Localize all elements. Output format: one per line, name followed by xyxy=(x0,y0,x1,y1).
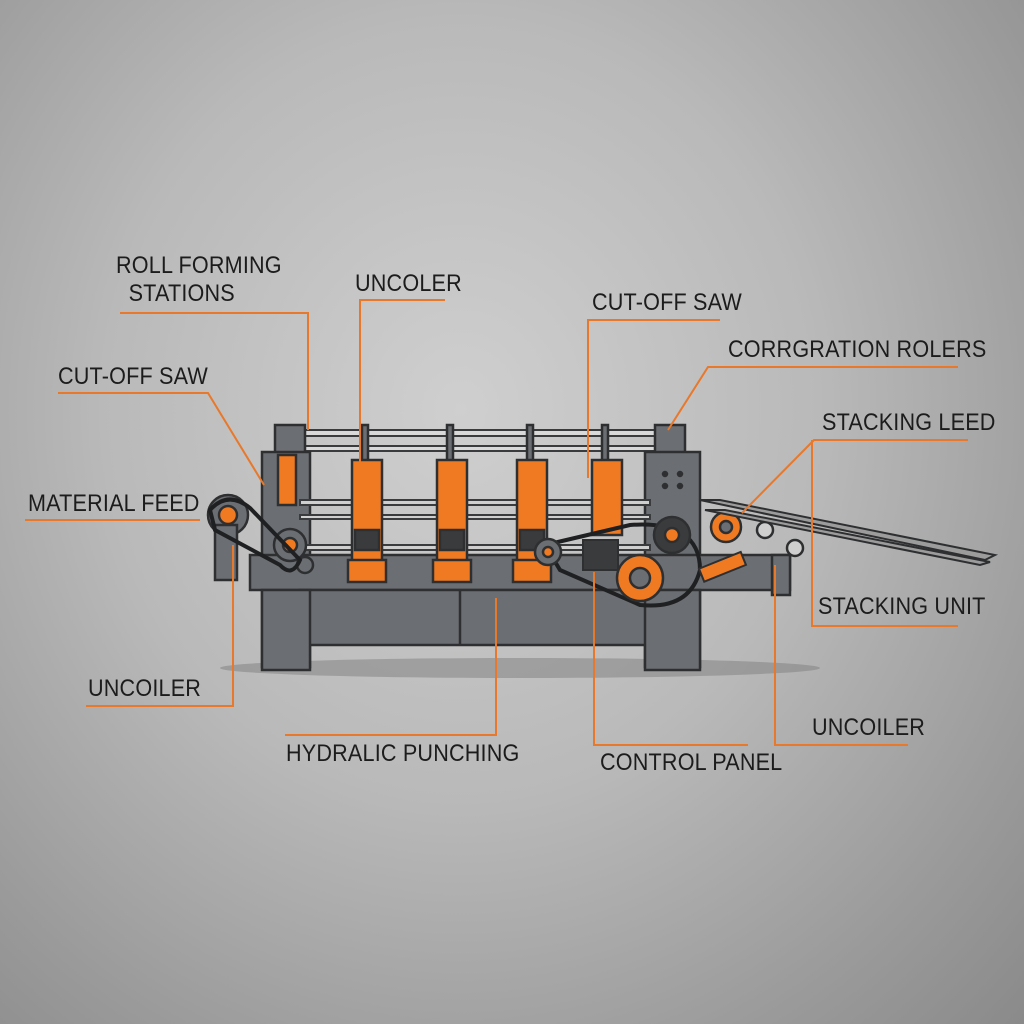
label-roll-forming-stations: ROLL FORMING STATIONS xyxy=(116,252,282,308)
leader-roll-forming-stations xyxy=(120,312,309,430)
leader-cut-off-saw-top xyxy=(587,319,720,478)
leader-control-panel xyxy=(593,572,748,746)
label-roll-forming-line2: STATIONS xyxy=(128,280,235,307)
label-material-feed: MATERIAL FEED xyxy=(28,490,200,517)
label-roll-forming-line1: ROLL FORMING xyxy=(116,252,282,279)
label-hydralic-punching: HYDRALIC PUNCHING xyxy=(286,740,520,767)
drive-pulleys xyxy=(533,510,805,603)
hydraulic-cylinder xyxy=(697,550,748,584)
label-uncoiler-left: UNCOILER xyxy=(88,675,202,702)
label-uncoiler-right: UNCOILER xyxy=(812,714,926,741)
leader-stacking-leed xyxy=(741,439,968,514)
leader-uncoiler-right xyxy=(774,565,908,746)
leader-uncoler-top xyxy=(359,299,445,462)
label-cut-off-saw-top: CUT-OFF SAW xyxy=(592,289,742,316)
drive-motor-box xyxy=(582,539,619,571)
label-corrgration-rolers: CORRGRATION ROLERS xyxy=(728,336,987,363)
stacking-rails xyxy=(699,499,999,567)
label-stacking-leed: STACKING LEED xyxy=(822,409,996,436)
leader-uncoiler-left xyxy=(86,545,234,707)
leader-cut-off-saw-left xyxy=(58,392,265,486)
leader-corrgration-rolers xyxy=(667,366,958,431)
leader-stacking-unit xyxy=(811,440,958,627)
label-uncoler-top: UNCOLER xyxy=(355,270,462,297)
label-stacking-unit: STACKING UNIT xyxy=(818,593,986,620)
label-cut-off-saw-left: CUT-OFF SAW xyxy=(58,363,208,390)
leader-hydralic-punching xyxy=(285,598,497,736)
label-control-panel: CONTROL PANEL xyxy=(600,749,783,776)
